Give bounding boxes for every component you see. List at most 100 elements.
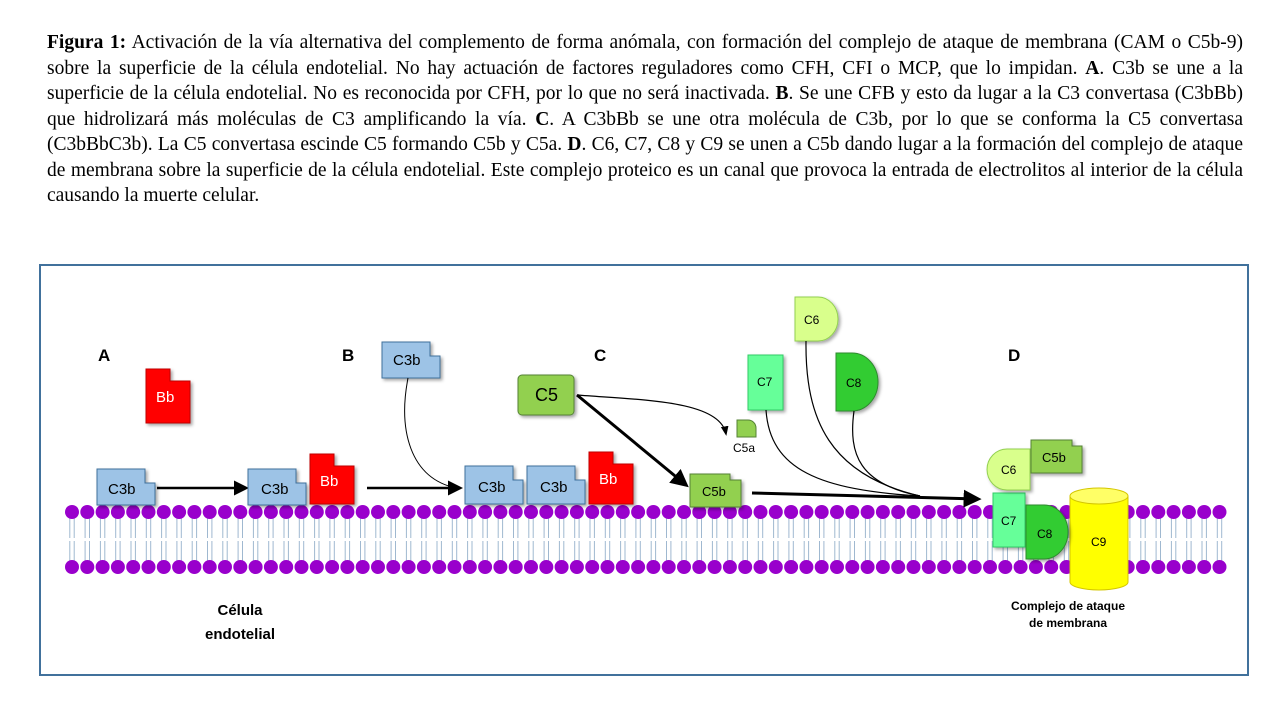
lipid-head xyxy=(355,560,370,574)
lipid-head xyxy=(80,505,95,519)
bb-molecule-b: Bb xyxy=(309,453,355,505)
svg-text:C3b: C3b xyxy=(478,479,506,496)
lipid-head xyxy=(967,505,982,519)
lipid-head xyxy=(845,560,860,574)
lipid-head xyxy=(937,560,952,574)
c9-molecule: C9 xyxy=(1069,487,1129,591)
svg-text:C5a: C5a xyxy=(733,441,755,455)
lipid-head xyxy=(906,505,921,519)
c3b-free-molecule-b: C3b xyxy=(381,341,441,379)
lipid-head xyxy=(569,505,584,519)
lipid-head xyxy=(1212,560,1227,574)
svg-text:C8: C8 xyxy=(1037,527,1053,541)
lipid-head xyxy=(401,505,416,519)
lipid-head xyxy=(921,505,936,519)
svg-text:Bb: Bb xyxy=(320,473,338,490)
svg-text:C7: C7 xyxy=(757,375,773,389)
c7-molecule-mac: C7 xyxy=(992,492,1026,548)
lipid-head xyxy=(233,560,248,574)
lipid-head xyxy=(294,560,309,574)
lipid-head xyxy=(937,505,952,519)
lipid-head xyxy=(768,505,783,519)
lipid-head xyxy=(386,505,401,519)
c5-molecule: C5 xyxy=(517,374,575,416)
lipid-head xyxy=(263,505,278,519)
lipid-head xyxy=(493,505,508,519)
lipid-head xyxy=(95,505,110,519)
svg-text:C5b: C5b xyxy=(702,484,726,499)
lipid-head xyxy=(631,560,646,574)
lipid-head xyxy=(738,505,753,519)
lipid-head xyxy=(218,560,232,574)
c5b-molecule-mac: C5b xyxy=(1030,439,1083,474)
caption-label-a: A xyxy=(1085,57,1100,79)
lipid-head xyxy=(462,505,477,519)
svg-text:Bb: Bb xyxy=(599,471,617,488)
svg-text:C8: C8 xyxy=(846,376,862,390)
c6-molecule-mac: C6 xyxy=(986,448,1031,491)
lipid-head xyxy=(110,505,125,519)
lipid-head xyxy=(830,505,844,519)
lipid-head xyxy=(585,560,600,574)
lipid-head xyxy=(187,560,202,574)
lipid-head xyxy=(891,560,906,574)
lipid-head xyxy=(631,505,646,519)
lipid-head xyxy=(1136,560,1150,574)
lipid-head xyxy=(753,505,768,519)
lipid-head xyxy=(478,560,493,574)
arrow-c5-to-c5a xyxy=(576,394,729,436)
lipid-head xyxy=(983,560,997,574)
svg-text:C3b: C3b xyxy=(393,352,421,369)
lipid-head xyxy=(126,505,141,519)
lipid-head xyxy=(875,505,890,519)
lipid-head xyxy=(65,560,79,574)
svg-text:C5b: C5b xyxy=(1042,450,1066,465)
terminal-component-paths xyxy=(765,340,921,497)
lipid-head xyxy=(768,560,783,574)
lipid-head xyxy=(661,505,676,519)
arrow-c5-to-c5b xyxy=(576,393,689,488)
lipid-head xyxy=(325,560,340,574)
lipid-head xyxy=(156,505,171,519)
lipid-head xyxy=(1136,505,1150,519)
lipid-head xyxy=(432,505,447,519)
c3b-molecule-b: C3b xyxy=(247,468,307,506)
lipid-head xyxy=(1028,560,1043,574)
c5b-molecule-c: C5b xyxy=(689,473,742,508)
lipid-head xyxy=(340,505,355,519)
lipid-head xyxy=(524,560,538,574)
lipid-head xyxy=(126,560,141,574)
lipid-head xyxy=(860,505,875,519)
figure-label: Figura 1: xyxy=(47,32,127,53)
lipid-head xyxy=(600,560,615,574)
lipid-head xyxy=(263,560,278,574)
lipid-head xyxy=(1166,505,1181,519)
lipid-head xyxy=(309,505,324,519)
lipid-head xyxy=(355,505,370,519)
mac-label-line1: Complejo de ataque xyxy=(1011,599,1125,613)
lipid-head xyxy=(952,560,967,574)
svg-text:C3b: C3b xyxy=(540,479,568,496)
lipid-head xyxy=(248,560,263,574)
lipid-head xyxy=(432,560,447,574)
svg-text:C3b: C3b xyxy=(108,481,136,498)
lipid-head xyxy=(952,505,967,519)
figure-caption: Figura 1: Activación de la vía alternati… xyxy=(47,30,1243,209)
lipid-head xyxy=(1044,560,1059,574)
lipid-head xyxy=(707,505,722,519)
caption-part-c: . A C3bBb se une otra molécula de C3b, p… xyxy=(47,108,1244,156)
lipid-head xyxy=(80,560,95,574)
panel-label-a: A xyxy=(98,346,110,365)
lipid-head xyxy=(202,560,217,574)
lipid-head xyxy=(875,560,890,574)
lipid-head xyxy=(493,560,508,574)
lipid-head xyxy=(233,505,248,519)
lipid-head xyxy=(967,560,982,574)
lipid-head xyxy=(447,560,462,574)
cell-membrane xyxy=(65,505,1227,574)
svg-text:C3b: C3b xyxy=(261,481,289,498)
lipid-head xyxy=(814,505,829,519)
lipid-head xyxy=(646,505,661,519)
lipid-head xyxy=(615,560,630,574)
svg-text:C6: C6 xyxy=(804,313,820,327)
